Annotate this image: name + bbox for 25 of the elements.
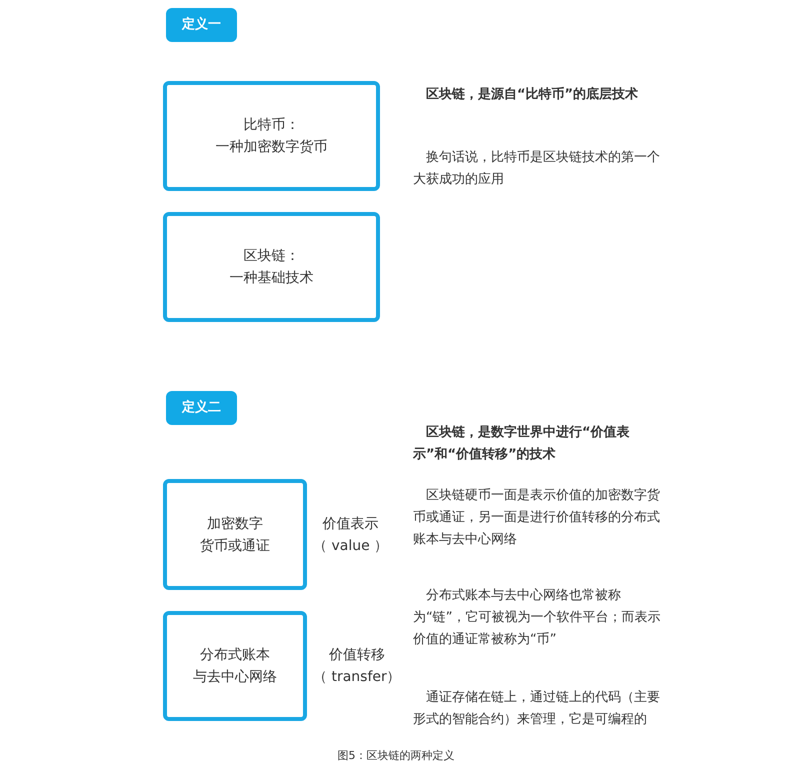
node-text: 定义一 xyxy=(182,16,221,34)
side-label: （ value ） xyxy=(313,536,388,556)
node-text: 与去中心网络 xyxy=(193,668,277,687)
node-text: 比特币： xyxy=(244,116,300,135)
side-label: （ transfer） xyxy=(313,668,401,687)
node-text: 加密数字 xyxy=(207,514,263,534)
text-box xyxy=(163,212,380,322)
node-text: 分布式账本 xyxy=(200,646,270,665)
node-text: 货币或通证 xyxy=(200,536,270,556)
heading-text: 区块链，是数字世界中进行“价值表示”和“价值转移”的技术 xyxy=(413,424,631,464)
tag-label xyxy=(166,391,237,425)
tag-label xyxy=(166,8,237,42)
paragraph-text: 换句话说，比特币是区块链技术的第一个大获成功的应用 xyxy=(413,149,661,189)
side-label: 价值转移 xyxy=(328,646,385,665)
paragraph-text: 区块链硬币一面是表示价值的加密数字货币或通证，另一面是进行价值转移的分布式账本与去中心网络 xyxy=(413,487,661,549)
caption: 图5：区块链的两种定义 xyxy=(336,748,456,764)
node-text: 一种基础技术 xyxy=(230,269,314,288)
node-text: 一种加密数字货币 xyxy=(216,138,328,157)
side-label: 价值表示 xyxy=(322,514,379,534)
heading-text: 区块链，是源自“比特币”的底层技术 xyxy=(425,86,640,104)
paragraph-text: 分布式账本与去中心网络也常被称为“链”，它可被视为一个软件平台；而表示价值的通证常被称为“币” xyxy=(413,587,662,649)
node-text: 区块链： xyxy=(244,247,300,266)
paragraph-text: 通证存储在链上，通过链上的代码（主要形式的智能合约）来管理，它是可编程的 xyxy=(413,689,661,729)
node-text: 定义二 xyxy=(182,398,221,417)
text-box xyxy=(163,81,380,191)
